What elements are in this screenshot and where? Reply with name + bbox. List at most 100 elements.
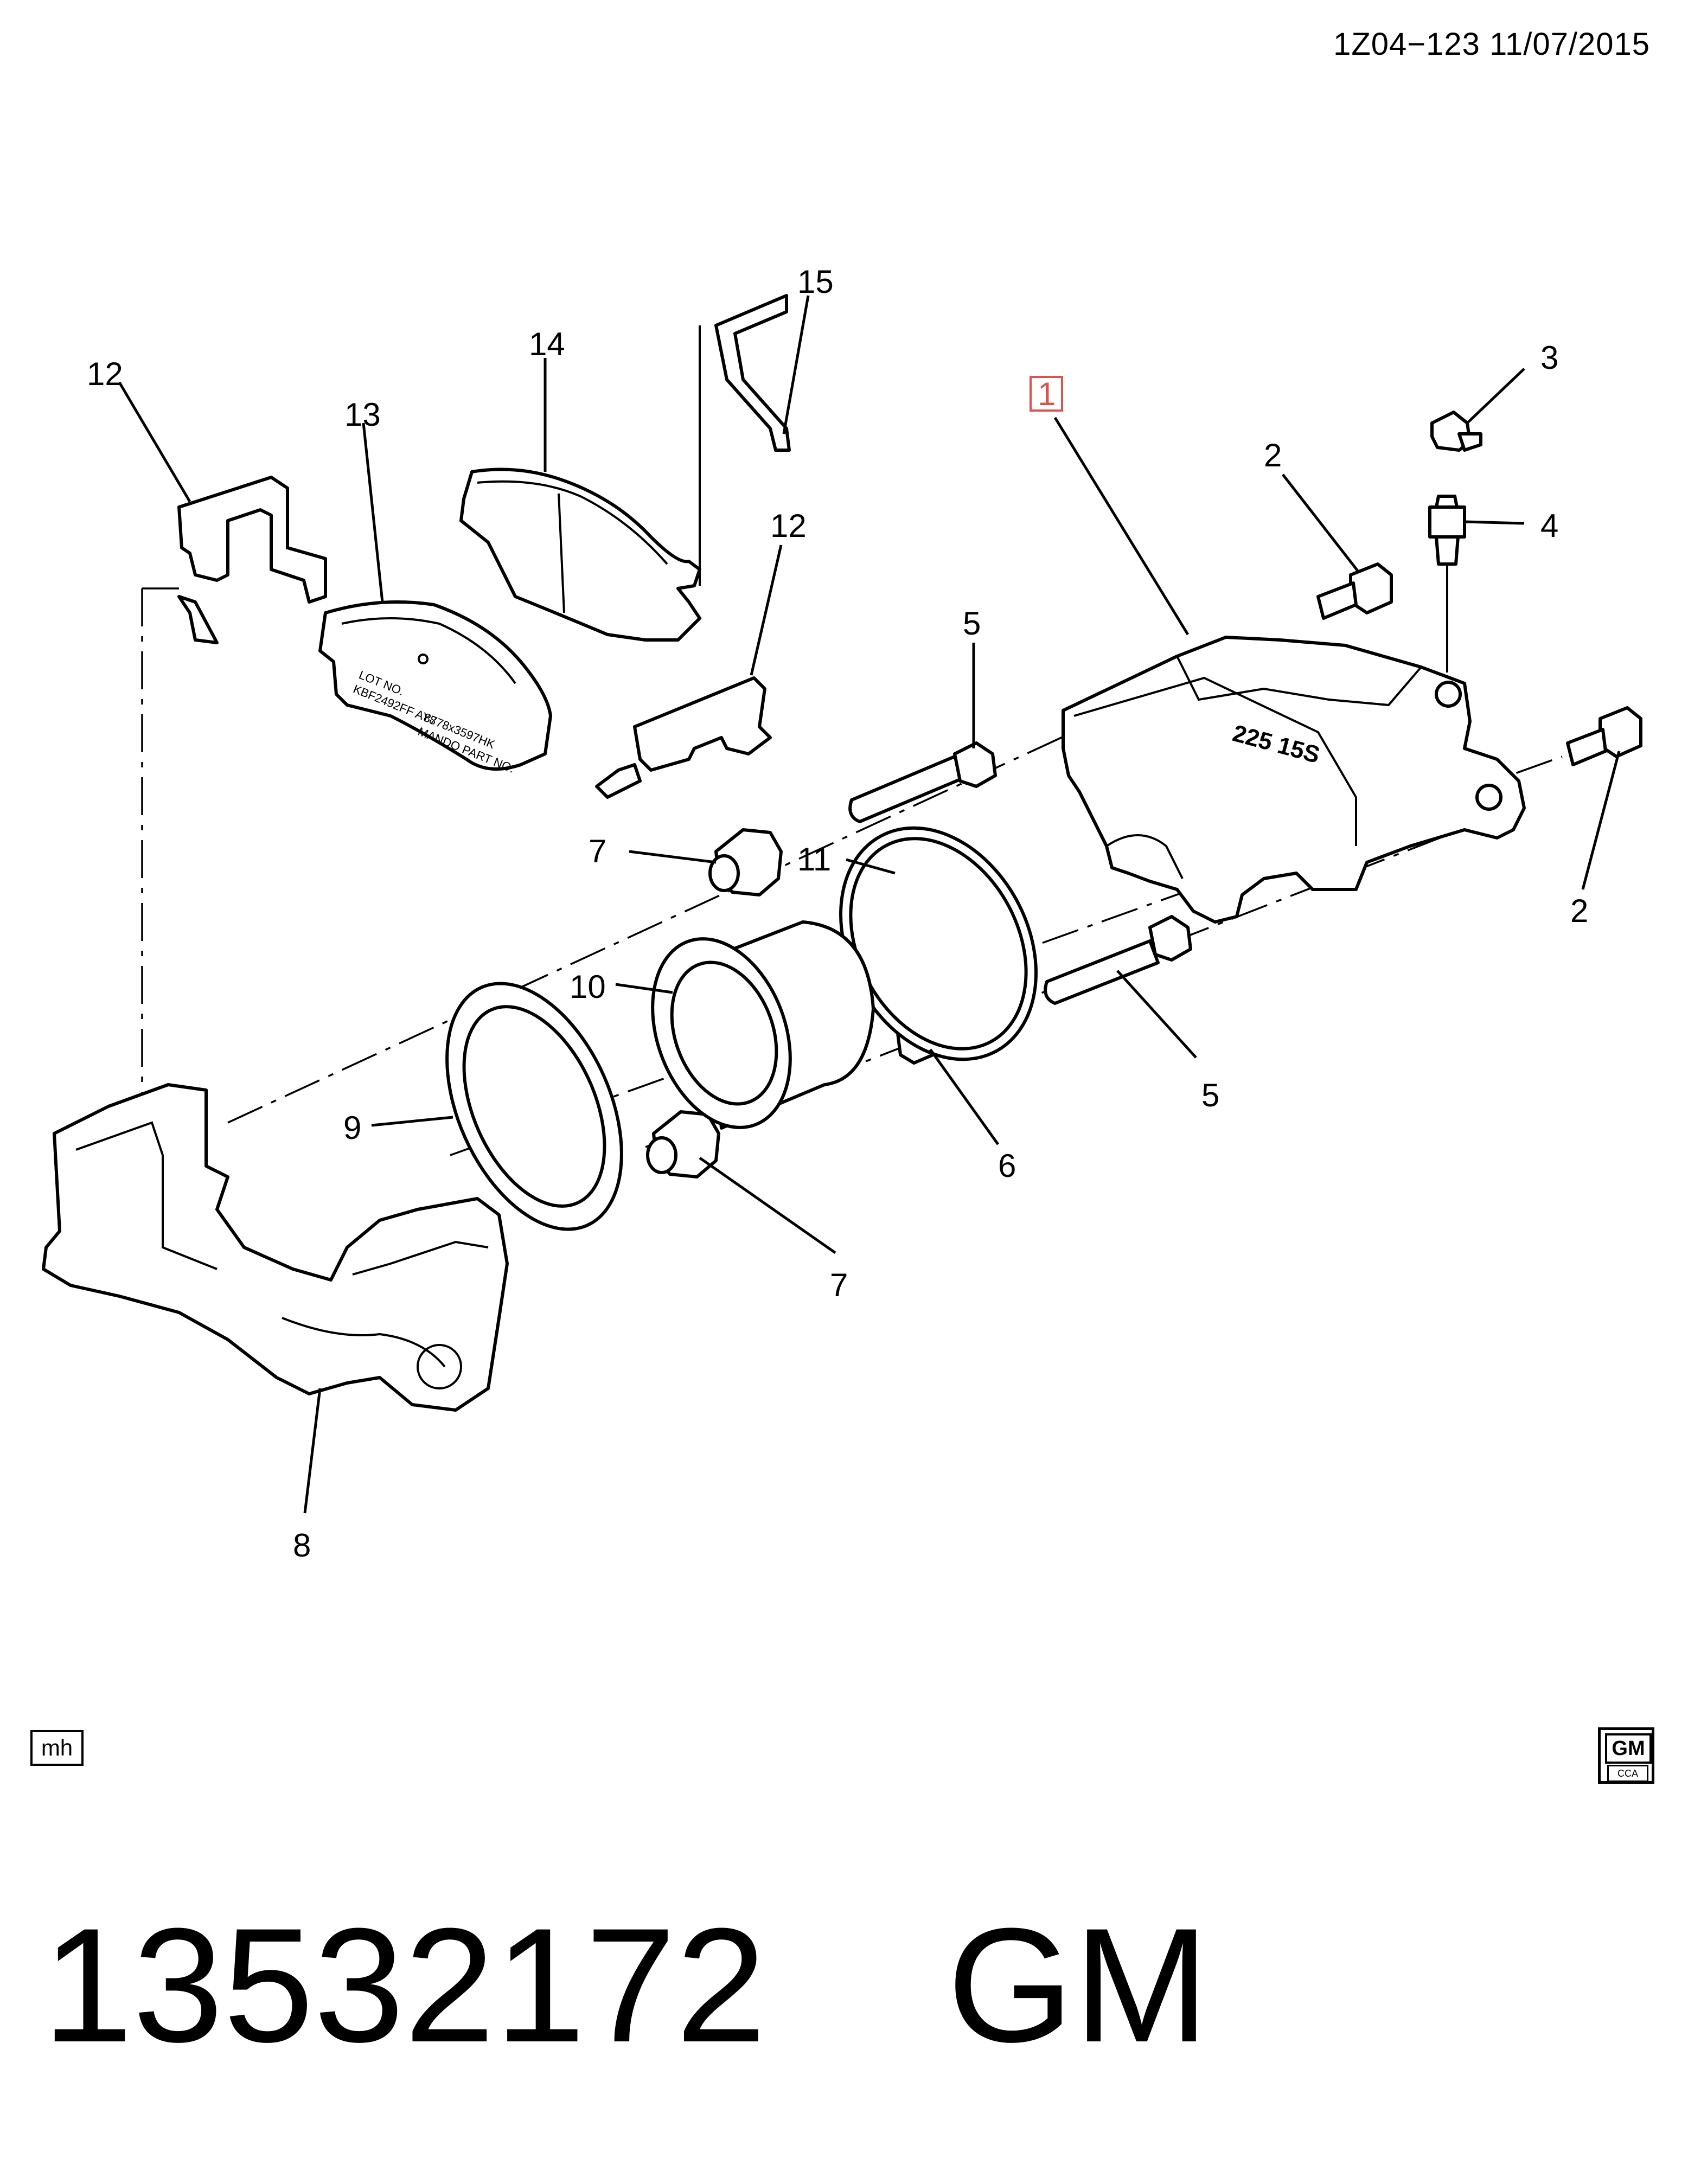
- caliper-front-face: [1073, 676, 1357, 846]
- upper-bolt-shank: [1316, 581, 1358, 620]
- gm-logo-subtext: CCA: [1607, 1765, 1648, 1782]
- upper-clip-shape: [177, 476, 327, 604]
- callout-8: 8: [293, 1527, 311, 1564]
- part-4-bleeder-valve: [1428, 495, 1466, 673]
- leader-4: [1464, 520, 1525, 525]
- leader-10: [615, 983, 673, 994]
- part-11-piston-seal: [839, 826, 1038, 1061]
- leader-2-right: [1581, 751, 1621, 890]
- lower-clip-foot: [595, 763, 642, 799]
- caliper-bleeder-port: [1435, 681, 1462, 708]
- part-number-title: 13532172 GM: [42, 1894, 1210, 2076]
- callout-7-upper: 7: [589, 833, 606, 869]
- callout-5-upper: 5: [963, 605, 981, 642]
- part-12-upper-abutment-clip: [177, 476, 327, 644]
- callout-10: 10: [570, 969, 606, 1005]
- leader-15: [782, 295, 810, 434]
- caliper-bridge: [1105, 834, 1184, 879]
- part-13-inner-pad: LOT NO. KBF2492FF AY8 8778x3597HK MANDO …: [318, 600, 552, 776]
- callout-numbers: 1 2 2 3 4 5 5 6 7 7 8 9 10 11 12 12 13 1…: [87, 264, 1588, 1564]
- lower-pin-shank: [1044, 939, 1160, 1005]
- part-14-outer-pad: [459, 467, 701, 642]
- gm-logo-text: GM: [1605, 1733, 1652, 1764]
- inner-pad-backing: [318, 600, 552, 771]
- callout-12-right: 12: [770, 508, 807, 544]
- part-7-upper-boot: [708, 828, 783, 896]
- mh-badge: mh: [30, 1730, 84, 1766]
- gm-cca-logo: GM CCA: [1598, 1727, 1654, 1784]
- callout-5-lower: 5: [1201, 1077, 1219, 1113]
- part-2-upper-bolt: [1316, 562, 1393, 620]
- part-10-piston: [651, 920, 875, 1130]
- callout-6: 6: [998, 1148, 1016, 1184]
- upper-pin-head: [953, 741, 997, 788]
- piston-face-inner: [670, 960, 778, 1106]
- callout-1: 1: [1038, 376, 1056, 412]
- part-2-right-bolt: [1566, 706, 1642, 766]
- pad-clip-shape: [714, 294, 791, 452]
- leader-6: [929, 1048, 1000, 1145]
- caliper-top-ridge: [1176, 656, 1422, 707]
- part-5-upper-guide-pin: [848, 741, 997, 823]
- part-7-lower-boot: [646, 1110, 720, 1179]
- part-1-caliper-housing: 225 15S: [1062, 636, 1526, 924]
- part-9-piston-boot: [445, 982, 623, 1231]
- piston-boot-inner: [462, 1005, 606, 1208]
- part-12-lower-abutment-clip: [595, 676, 772, 799]
- leader-2-upper: [1282, 473, 1360, 573]
- diagram-reference-code: 1Z04−123 11/07/2015: [1333, 27, 1650, 62]
- bracket-body: [42, 1083, 509, 1412]
- outer-pad-friction-split: [558, 493, 565, 613]
- leader-7-upper: [629, 850, 717, 864]
- leader-5-lower: [1116, 970, 1197, 1059]
- lower-pin-head: [1148, 915, 1192, 962]
- caliper-pin-bore: [1475, 784, 1502, 811]
- callout-14: 14: [529, 326, 565, 362]
- leader-1: [1053, 417, 1190, 636]
- upper-clip-foot: [177, 595, 219, 644]
- centerline-upper-pin: [227, 726, 1085, 1124]
- lower-clip-shape: [633, 676, 772, 772]
- leader-8: [303, 1388, 322, 1514]
- leader-9: [371, 1116, 453, 1127]
- upper-pin-shank: [848, 755, 964, 823]
- bleeder-valve-hex: [1428, 505, 1466, 539]
- callout-12-left: 12: [87, 356, 123, 392]
- inner-pad-sensor-hole: [418, 654, 429, 664]
- inner-pad-rim: [341, 617, 516, 684]
- bracket-lower-arm: [282, 1317, 446, 1368]
- part-8-caliper-bracket: [42, 1083, 509, 1412]
- bracket-abutment-upper: [75, 1121, 218, 1270]
- part-3-bleeder-cap: [1430, 411, 1482, 452]
- outer-pad-backing: [459, 467, 701, 642]
- bracket-mount-hole: [417, 1344, 462, 1389]
- leader-12-left: [118, 381, 191, 503]
- outer-pad-edge: [477, 480, 668, 565]
- bleeder-cap-tab: [1457, 432, 1482, 452]
- callout-3: 3: [1540, 340, 1558, 376]
- callout-1-highlight-box: [1030, 376, 1063, 412]
- leader-7-lower: [699, 1156, 836, 1254]
- part-15-pad-clip: [699, 294, 791, 586]
- caliper-body: [1062, 636, 1526, 924]
- part-5-lower-guide-pin: [1044, 915, 1192, 1005]
- lower-boot-opening: [646, 1136, 677, 1174]
- bleeder-valve-thread: [1435, 535, 1460, 566]
- callout-9: 9: [343, 1110, 361, 1146]
- bracket-abutment-lower: [352, 1240, 489, 1276]
- callout-4: 4: [1540, 508, 1558, 544]
- callout-11: 11: [797, 841, 831, 878]
- callout-2-upper: 2: [1264, 437, 1282, 473]
- right-bolt-shank: [1566, 728, 1607, 766]
- leader-11: [846, 858, 896, 875]
- leader-3: [1466, 368, 1525, 424]
- callout-15: 15: [797, 264, 834, 300]
- callout-7-lower: 7: [830, 1267, 848, 1303]
- leader-13: [362, 422, 384, 603]
- callout-2-right: 2: [1570, 893, 1588, 929]
- upper-boot-opening: [708, 854, 740, 892]
- leader-12-right: [750, 545, 783, 676]
- leader-lines: [118, 295, 1621, 1514]
- callout-13: 13: [344, 396, 381, 433]
